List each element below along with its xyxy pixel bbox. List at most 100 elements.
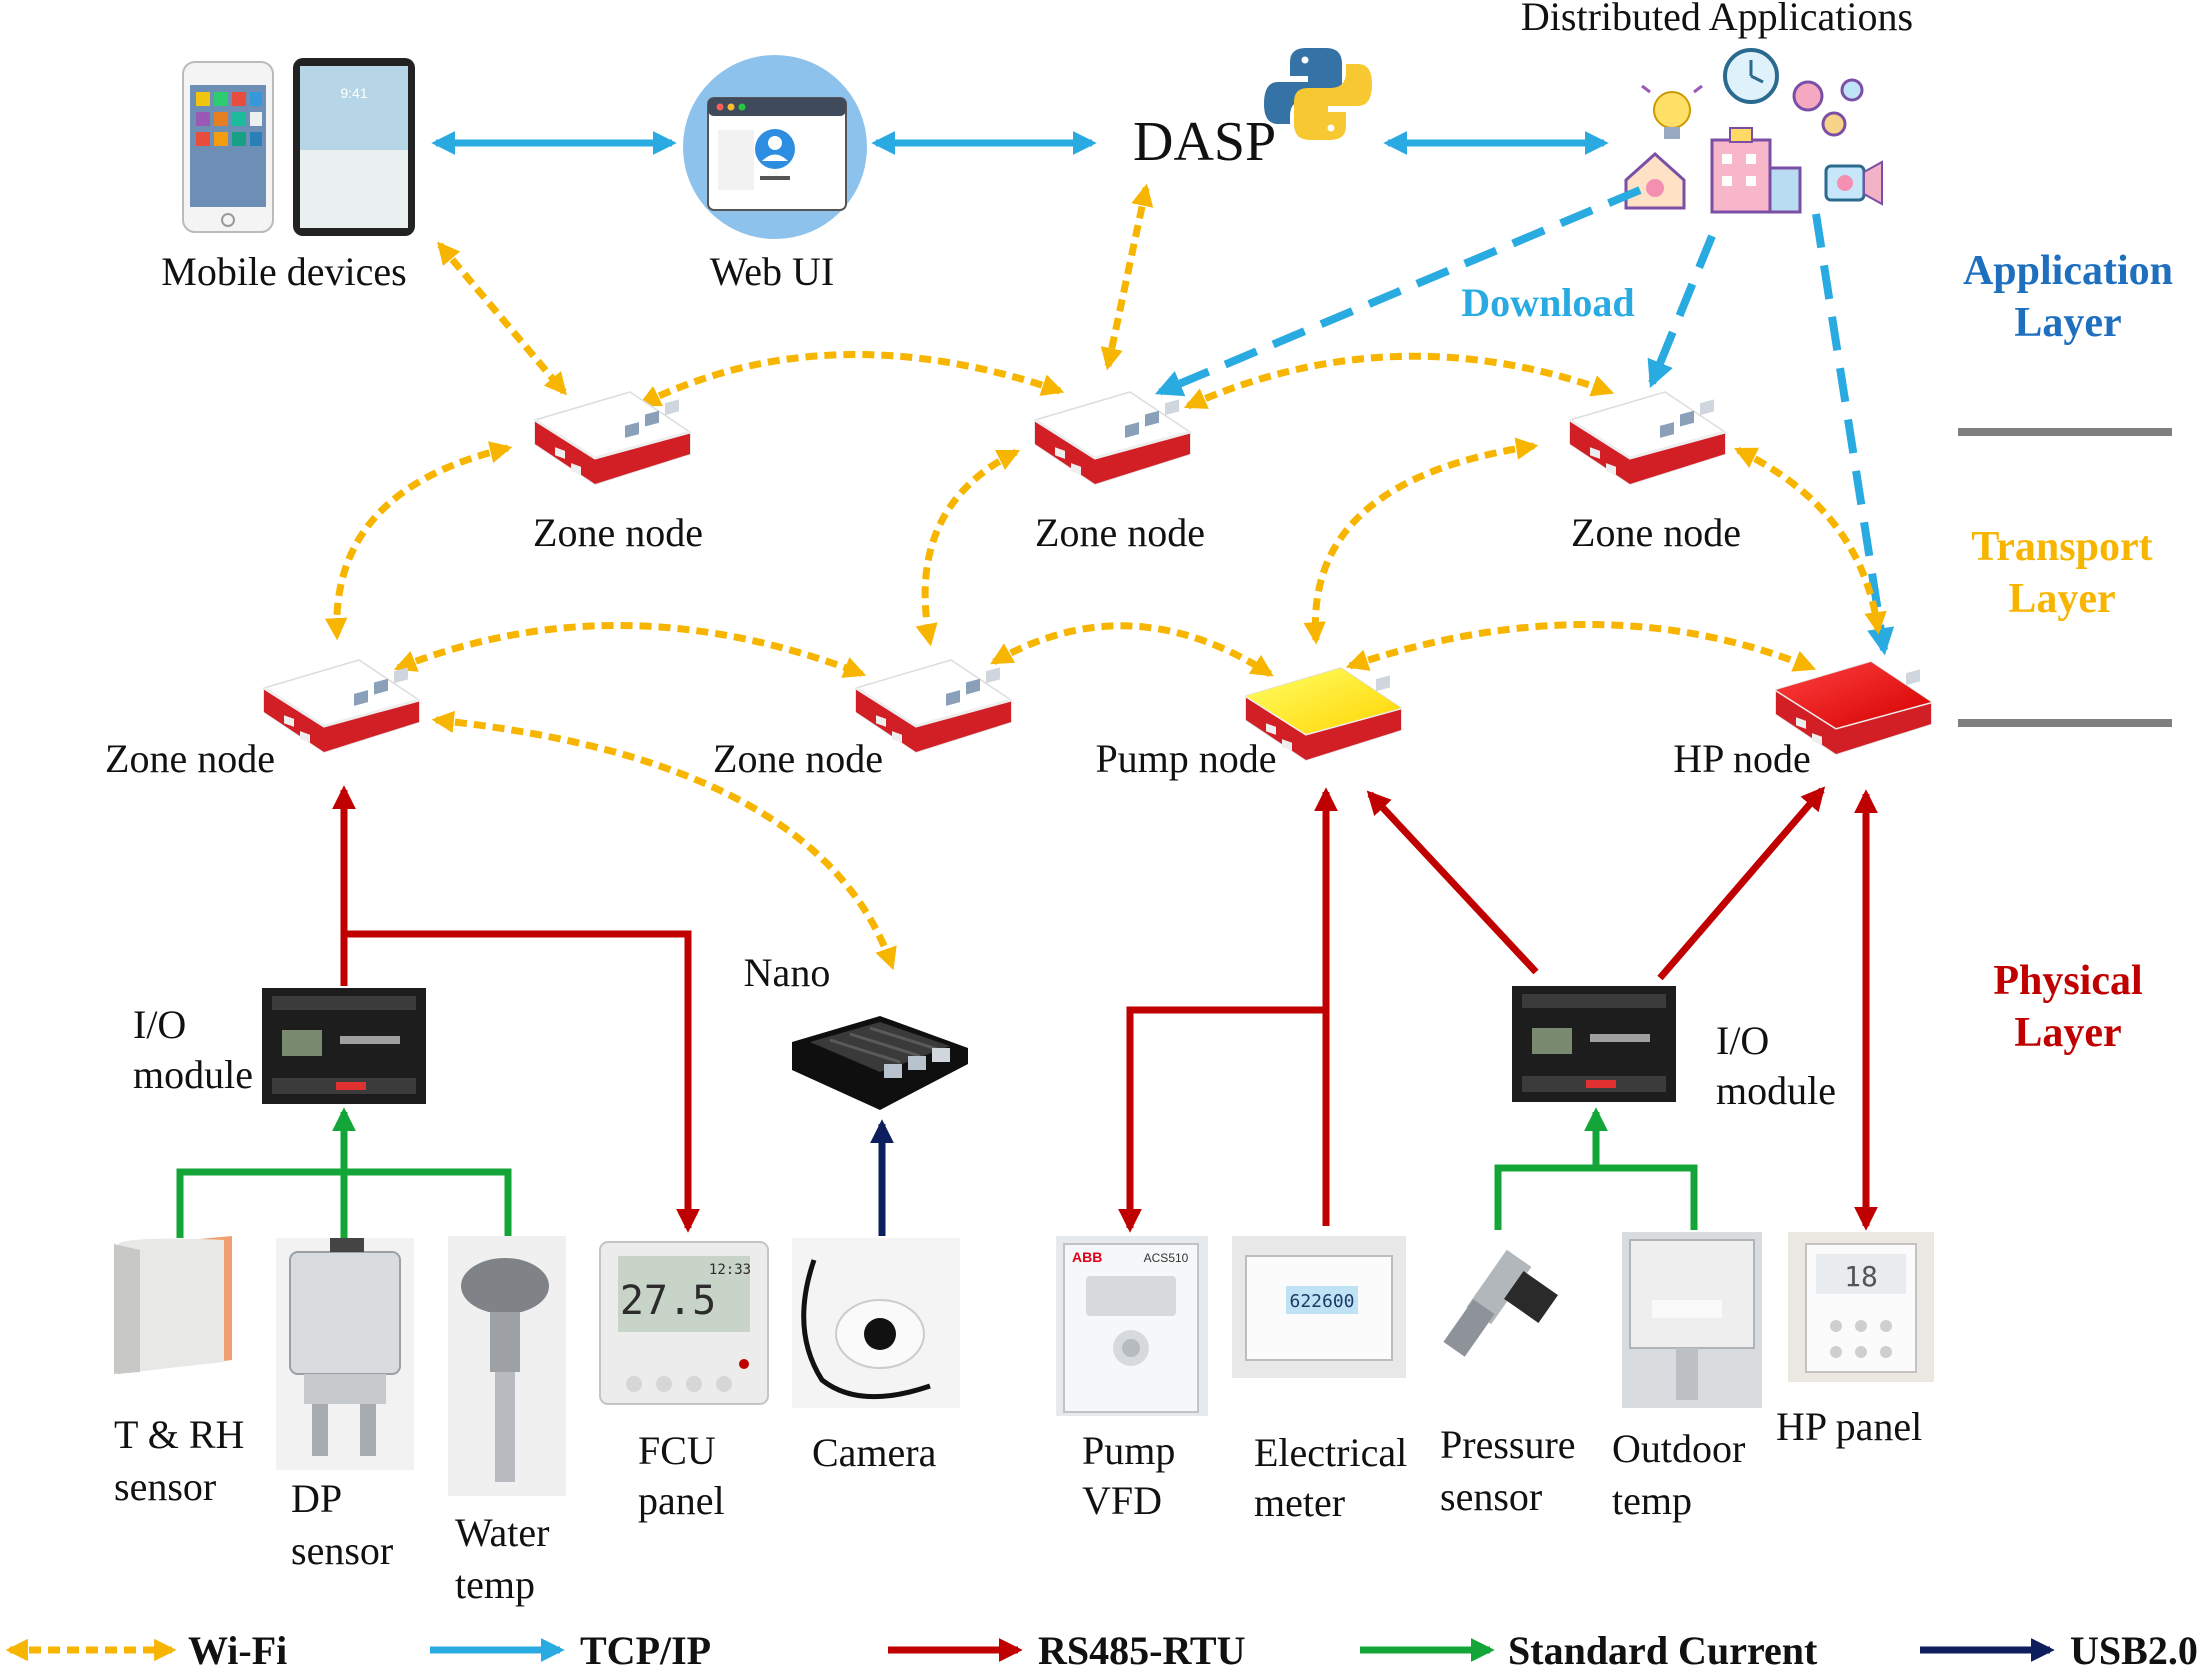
svg-text:Pressure: Pressure [1440, 1422, 1576, 1467]
pressure-sensor-label: Pressure sensor [1440, 1422, 1576, 1519]
svg-text:temp: temp [1612, 1478, 1692, 1523]
svg-text:temp: temp [455, 1562, 535, 1607]
svg-text:VFD: VFD [1082, 1478, 1162, 1523]
application-layer-label: Application Layer [1963, 248, 2173, 346]
zone-node-top-left [533, 390, 692, 486]
svg-text:sensor: sensor [1440, 1474, 1542, 1519]
svg-text:meter: meter [1254, 1480, 1345, 1525]
hp-node-label: HP node [1673, 736, 1810, 781]
svg-text:Standard Current: Standard Current [1508, 1628, 1818, 1672]
io-module-left-label: I/O module [133, 1002, 253, 1097]
camera-label: Camera [812, 1430, 937, 1475]
hp-node [1774, 660, 1933, 756]
pump-node-label: Pump node [1095, 736, 1276, 781]
legend: Wi-Fi TCP/IP RS485-RTU Standard Current … [5, 1628, 2198, 1672]
rs485-links [332, 785, 1878, 1233]
mobile-devices-label: Mobile devices [161, 249, 407, 294]
svg-text:I/O: I/O [133, 1002, 186, 1047]
fcu-time-text: 12:33 [709, 1262, 751, 1278]
web-ui-icon [683, 55, 867, 239]
svg-text:TCP/IP: TCP/IP [580, 1628, 711, 1672]
legend-standard-current: Standard Current [1360, 1628, 1818, 1672]
zone-node-top-middle [1033, 390, 1192, 486]
electrical-meter-icon: 622600 [1232, 1236, 1406, 1378]
dasp-label: DASP [1133, 111, 1276, 173]
svg-text:module: module [133, 1052, 253, 1097]
distributed-applications-title: Distributed Applications [1521, 0, 1913, 39]
svg-text:Application: Application [1963, 248, 2173, 294]
svg-text:Layer: Layer [2008, 576, 2115, 622]
dp-sensor-icon [276, 1238, 414, 1470]
zone-node-top-right [1568, 390, 1727, 486]
outdoor-temp-label: Outdoor temp [1612, 1426, 1745, 1523]
svg-text:FCU: FCU [638, 1428, 716, 1473]
legend-wifi: Wi-Fi [5, 1628, 287, 1672]
nano-label: Nano [744, 950, 831, 995]
pump-node [1244, 666, 1403, 762]
svg-text:Transport: Transport [1971, 524, 2152, 570]
svg-text:Outdoor: Outdoor [1612, 1426, 1745, 1471]
legend-usb: USB2.0 [1920, 1628, 2198, 1672]
wifi-links [324, 183, 1887, 971]
legend-tcpip: TCP/IP [430, 1628, 711, 1672]
fcu-reading-text: 27.5 [620, 1278, 716, 1324]
download-label: Download [1461, 280, 1634, 325]
svg-text:sensor: sensor [114, 1464, 216, 1509]
meter-reading-text: 622600 [1289, 1291, 1354, 1312]
svg-text:USB2.0: USB2.0 [2070, 1628, 2198, 1672]
svg-text:panel: panel [638, 1478, 725, 1523]
io-module-left-icon [262, 988, 426, 1104]
svg-text:Water: Water [455, 1510, 550, 1555]
electrical-meter-label: Electrical meter [1254, 1430, 1407, 1525]
trh-sensor-label: T & RH sensor [114, 1412, 244, 1509]
dp-sensor-label: DP sensor [291, 1476, 393, 1573]
svg-text:module: module [1716, 1068, 1836, 1113]
svg-text:Electrical: Electrical [1254, 1430, 1407, 1475]
water-temp-sensor-icon [448, 1236, 566, 1496]
pump-vfd-icon: ABB ACS510 [1056, 1236, 1208, 1416]
physical-layer-label: Physical Layer [1993, 958, 2142, 1056]
hp-panel-label: HP panel [1776, 1404, 1922, 1449]
mobile-devices-icon: 9:41 [182, 58, 415, 236]
fcu-panel-label: FCU panel [638, 1428, 725, 1523]
zone-node-top-left-label: Zone node [533, 510, 703, 555]
pump-vfd-label: Pump VFD [1082, 1428, 1175, 1523]
zone-node-top-right-label: Zone node [1571, 510, 1741, 555]
outdoor-temp-sensor-icon [1622, 1232, 1762, 1408]
svg-text:Layer: Layer [2014, 300, 2121, 346]
transport-layer-label: Transport Layer [1971, 524, 2152, 622]
legend-rs485: RS485-RTU [888, 1628, 1246, 1672]
svg-text:Physical: Physical [1993, 958, 2142, 1004]
nano-board-icon [792, 1016, 968, 1110]
python-logo-icon [1264, 48, 1372, 140]
trh-sensor-icon [114, 1236, 232, 1374]
web-ui-label: Web UI [710, 249, 835, 294]
distributed-applications-icons [1624, 48, 1883, 214]
vfd-model-text: ACS510 [1144, 1251, 1189, 1265]
hp-panel-icon: 18 [1788, 1232, 1934, 1382]
zone-node-top-middle-label: Zone node [1035, 510, 1205, 555]
zone-node-bottom-middle-label: Zone node [713, 736, 883, 781]
tablet-clock-text: 9:41 [340, 85, 367, 101]
download-links [1154, 186, 1895, 656]
hp-panel-reading-text: 18 [1844, 1260, 1878, 1293]
svg-text:T & RH: T & RH [114, 1412, 244, 1457]
io-module-right-icon [1512, 986, 1676, 1102]
pressure-sensor-icon [1443, 1249, 1558, 1357]
camera-icon [792, 1238, 960, 1408]
zone-node-bottom-left-label: Zone node [105, 736, 275, 781]
io-module-right-label: I/O module [1716, 1018, 1836, 1113]
zone-node-bottom-left [262, 658, 421, 754]
svg-text:Wi-Fi: Wi-Fi [188, 1628, 287, 1672]
standard-current-links [176, 1107, 1698, 1240]
svg-text:DP: DP [291, 1476, 342, 1521]
svg-text:Layer: Layer [2014, 1010, 2121, 1056]
vfd-brand-text: ABB [1072, 1249, 1102, 1265]
svg-text:Pump: Pump [1082, 1428, 1175, 1473]
svg-text:sensor: sensor [291, 1528, 393, 1573]
svg-text:RS485-RTU: RS485-RTU [1038, 1628, 1246, 1672]
fcu-panel-icon: 27.5 12:33 [599, 1241, 769, 1405]
water-temp-label: Water temp [455, 1510, 550, 1607]
svg-text:I/O: I/O [1716, 1018, 1769, 1063]
